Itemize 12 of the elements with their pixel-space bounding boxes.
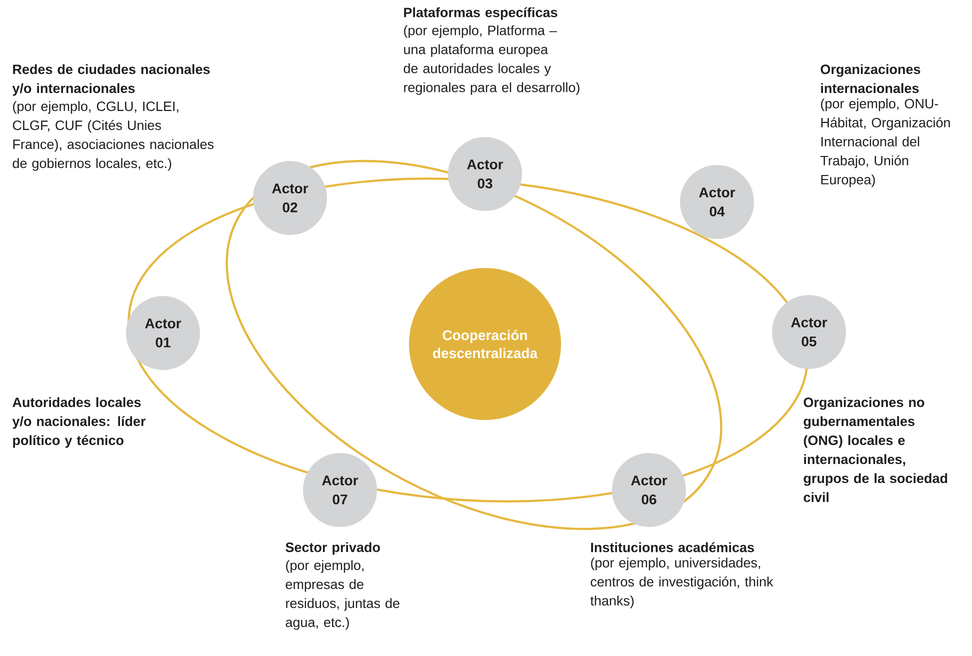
actor-description: (por ejemplo, empresas de residuos, juntas de agua, etc.) (286, 560, 400, 630)
actor-heading: Redes de ciudades nacionales y/o internacionales (12, 64, 210, 96)
actor-heading: Organizaciones internacionales (820, 64, 920, 94)
actor-heading: Autoridades locales y/o nacionales: líder político y técnico (12, 397, 146, 448)
actor-heading: Plataformas específicas (404, 7, 558, 20)
actor-description: (por ejemplo, ONU-Hábitat, Organización Internacional del Trabajo, Unión Europea) (820, 98, 950, 188)
actor-heading: Organizaciones no gubernamentales (ONG) locales e internacionales, grupos de la sociedad civil (804, 397, 948, 502)
actor-description: (por ejemplo, universidades, centros de investigación, think thanks) (590, 558, 774, 608)
actor-heading: Sector privado (286, 542, 380, 555)
actor-description: (por ejemplo, CGLU, ICLEI, CLGF, CUF (Cités Unies France), asociaciones nacionales de gobiernos locales, etc.) (12, 101, 214, 171)
actor-description: (por ejemplo, Platforma – una plataforma europea de autoridades locales y regionales para el desarrollo) (404, 25, 580, 95)
actor-heading: Instituciones académicas (591, 542, 754, 552)
